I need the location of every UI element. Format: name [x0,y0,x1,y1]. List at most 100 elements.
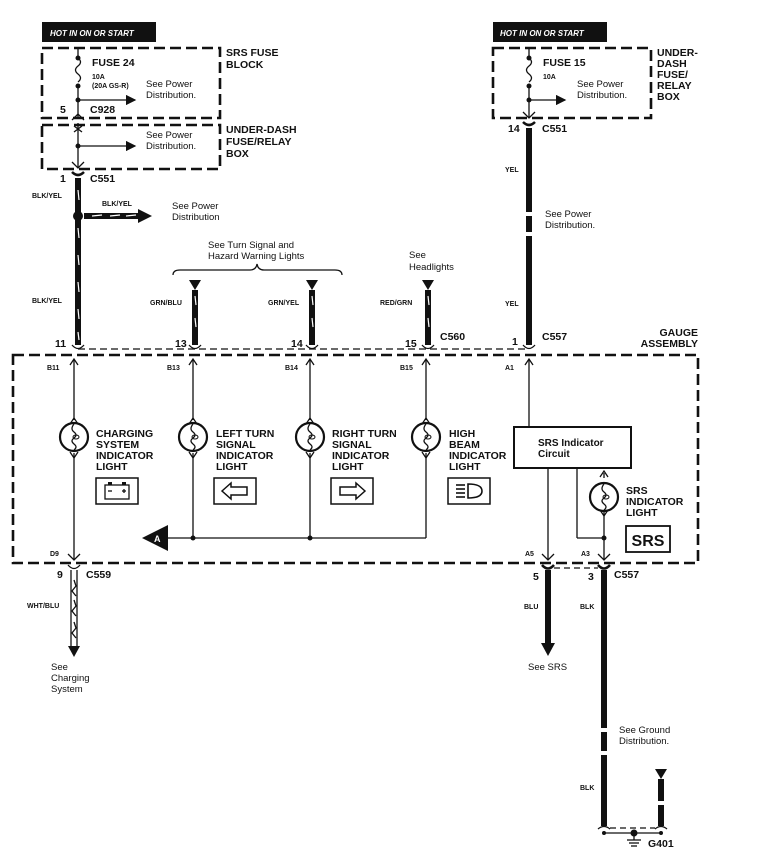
output-charging: 9 C559 WHT/BLU See Charging System [27,564,111,695]
svg-text:BLK: BLK [580,785,594,792]
svg-text:INDICATOR: INDICATOR [96,450,154,462]
svg-text:14: 14 [291,338,303,350]
right-turn-light-label: RIGHT TURN SIGNAL INDICATOR LIGHT [332,428,397,473]
svg-text:HIGH: HIGH [449,428,475,440]
svg-text:INDICATOR: INDICATOR [449,450,507,462]
svg-text:FUSE 15: FUSE 15 [543,57,586,69]
svg-text:UNDER-DASH: UNDER-DASH [226,124,297,136]
svg-text:Distribution.: Distribution. [146,141,196,152]
svg-text:Distribution: Distribution [172,212,220,223]
turn-signal-reference: See Turn Signal and Hazard Warning Light… [172,240,343,276]
srs-bulb-icon [588,481,620,513]
srs-indicator-circuit: SRS Indicator Circuit [513,426,632,469]
svg-text:Distribution.: Distribution. [545,220,595,231]
svg-text:1: 1 [60,173,66,185]
svg-text:10A: 10A [92,74,105,81]
left-arrow-icon [213,477,257,505]
left-hot-label: HOT IN ON OR START [42,22,156,42]
svg-text:C928: C928 [90,104,115,116]
svg-text:See: See [51,662,68,673]
svg-text:SRS Indicator: SRS Indicator [538,438,604,449]
svg-text:See SRS: See SRS [528,662,567,673]
svg-text:See Power: See Power [545,209,591,220]
ground-g401-icon: G401 [602,829,674,850]
right-hot-label: HOT IN ON OR START [493,22,607,42]
svg-text:INDICATOR: INDICATOR [332,450,390,462]
svg-text:GRN/BLU: GRN/BLU [150,300,182,307]
svg-text:Hazard Warning Lights: Hazard Warning Lights [208,251,305,262]
svg-text:G401: G401 [648,838,674,850]
svg-text:See Power: See Power [146,130,192,141]
right-under-dash-fuse-relay-box: UNDER- DASH FUSE/ RELAY BOX FUSE 15 10A … [491,46,698,120]
svg-text:WHT/BLU: WHT/BLU [27,603,59,610]
svg-text:See Turn Signal and: See Turn Signal and [208,240,294,251]
svg-text:3: 3 [588,571,594,583]
svg-text:GAUGE: GAUGE [659,327,698,339]
svg-text:5: 5 [533,571,539,583]
left-turn-bulb-icon [177,421,209,453]
svg-text:B15: B15 [400,365,413,372]
svg-text:GRN/YEL: GRN/YEL [268,300,300,307]
svg-text:See Power: See Power [146,79,192,90]
svg-text:BLK: BLK [580,604,594,611]
under-dash-fuse-relay-box: UNDER-DASH FUSE/RELAY BOX See Power Dist… [40,123,297,171]
svg-text:Distribution.: Distribution. [619,736,669,747]
charging-bulb-icon [58,421,90,453]
wire-grn-yel: GRN/YEL 14 [268,280,318,350]
svg-text:YEL: YEL [505,167,519,174]
svg-text:BLU: BLU [524,604,538,611]
right-arrow-icon [330,477,374,505]
wire-blk-yel-left: BLK/YEL BLK/YEL See Power Distribution B… [32,178,220,345]
svg-text:See Power: See Power [577,79,623,90]
svg-text:ASSEMBLY: ASSEMBLY [641,338,698,350]
svg-text:SRS FUSE: SRS FUSE [226,47,279,59]
headlights-reference: See Headlights [409,250,454,273]
svg-text:HOT IN ON OR START: HOT IN ON OR START [500,29,585,38]
svg-text:C560: C560 [440,331,465,343]
svg-text:LIGHT: LIGHT [626,507,658,519]
svg-text:Charging: Charging [51,673,90,684]
srs-fuse-block: SRS FUSE BLOCK FUSE 24 10A (20A GS-R) Se… [40,46,279,120]
svg-text:RED/GRN: RED/GRN [380,300,412,307]
svg-text:C557: C557 [614,569,639,581]
svg-text:FUSE/RELAY: FUSE/RELAY [226,136,292,148]
high-beam-icon [447,477,491,505]
svg-text:YEL: YEL [505,301,519,308]
svg-text:1: 1 [512,336,518,348]
svg-text:SRS: SRS [626,485,648,497]
svg-text:14: 14 [508,123,520,135]
svg-text:B13: B13 [167,365,180,372]
svg-text:HOT IN ON OR START: HOT IN ON OR START [50,29,135,38]
ref-a-connector: A [142,525,168,551]
svg-text:LIGHT: LIGHT [449,461,481,473]
wire-grn-blu: GRN/BLU 13 [150,280,201,350]
svg-text:BLK/YEL: BLK/YEL [32,298,63,305]
svg-text:5: 5 [60,104,66,116]
svg-text:C559: C559 [86,569,111,581]
svg-text:Distribution.: Distribution. [146,90,196,101]
svg-text:BLK/YEL: BLK/YEL [102,201,133,208]
svg-text:INDICATOR: INDICATOR [216,450,274,462]
connector-c560-line: 11 [55,338,536,350]
svg-text:System: System [51,684,83,695]
charging-light-label: CHARGING SYSTEM INDICATOR LIGHT [96,428,154,473]
svg-text:FUSE/: FUSE/ [657,69,688,81]
high-beam-bulb-icon [410,421,442,453]
svg-text:BLOCK: BLOCK [226,59,264,71]
high-beam-light-label: HIGH BEAM INDICATOR LIGHT [449,428,507,473]
svg-text:A1: A1 [505,365,514,372]
svg-text:See: See [409,250,426,261]
svg-text:FUSE 24: FUSE 24 [92,57,135,69]
svg-text:LEFT TURN: LEFT TURN [216,428,274,440]
battery-icon [95,477,139,505]
svg-text:See Power: See Power [172,201,218,212]
svg-text:BEAM: BEAM [449,439,480,451]
svg-text:LIGHT: LIGHT [96,461,128,473]
svg-text:SIGNAL: SIGNAL [332,439,372,451]
svg-text:INDICATOR: INDICATOR [626,496,684,508]
connector-c551-left: 1 C551 [60,171,115,185]
svg-text:9: 9 [57,569,63,581]
internal-wiring [67,357,611,561]
svg-text:SIGNAL: SIGNAL [216,439,256,451]
